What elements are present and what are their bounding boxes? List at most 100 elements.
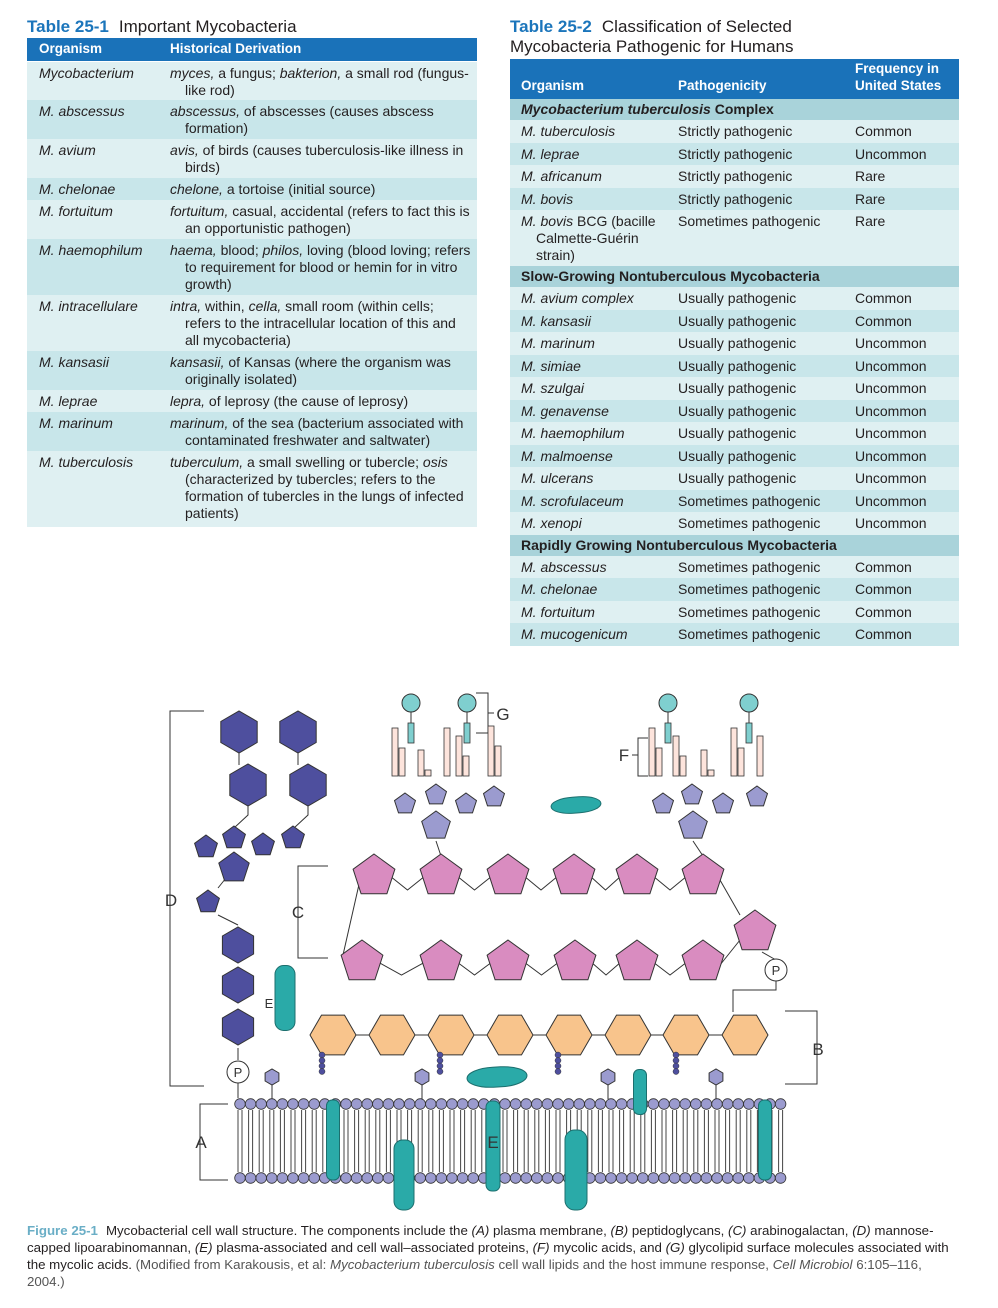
glycan-bond: [652, 875, 688, 891]
glycan-bond: [377, 961, 426, 976]
lipid-head: [700, 1098, 713, 1110]
lipid-head: [467, 1172, 479, 1184]
organism-cell: Mycobacterium: [39, 65, 134, 81]
arabinose-cap: [454, 792, 478, 814]
lipid-head: [467, 1098, 479, 1110]
lipid-head: [552, 1172, 564, 1184]
derivation-part: a tortoise (initial source): [222, 181, 376, 197]
bracket-b: [785, 1010, 818, 1085]
lipid-head: [647, 1098, 660, 1110]
section-row: Mycobacterium tuberculosis Complex: [510, 99, 959, 120]
frequency-cell: Uncommon: [855, 492, 927, 509]
lipid-head: [668, 1172, 681, 1184]
mycolic-chain: [707, 769, 715, 777]
section-title: Rapidly Growing Nontuberculous Mycobacte…: [521, 537, 951, 554]
lipid-head: [403, 1098, 416, 1110]
lipid-head: [615, 1098, 628, 1110]
mycolic-acids: [391, 693, 769, 839]
organism-cell: M. tuberculosis: [39, 454, 134, 470]
lipid-head: [266, 1172, 278, 1184]
organism-name: M. leprae: [521, 145, 580, 162]
lipid-head: [774, 1098, 787, 1110]
lipid-head: [425, 1098, 437, 1110]
organism-name: M. chelonae: [521, 581, 598, 597]
organism-name: M. genavense: [521, 402, 609, 419]
lipid-head: [308, 1172, 320, 1184]
organism-cell: M. intracellulare: [39, 298, 138, 314]
connector: [293, 805, 309, 829]
derivation-part: of leprosy (the cause of leprosy): [205, 393, 409, 409]
organism-cell: M. bovis BCG (bacille Calmette-Guérin st…: [521, 213, 671, 264]
derivation-part: of Kansas (where the organism was origin…: [185, 354, 451, 387]
derivation-part: kansasii,: [170, 354, 225, 370]
caption-source-segment: cell wall lipids and the host immune res…: [494, 1257, 773, 1272]
mycolic-chain: [700, 749, 708, 777]
lipid-head: [425, 1172, 437, 1184]
lipid-head: [721, 1098, 734, 1110]
arabinan-unit: [733, 909, 777, 951]
table2-title-line2: Mycobacteria Pathogenic for Humans: [510, 37, 794, 56]
frequency-cell: Uncommon: [855, 515, 927, 531]
organism-cell: M. leprae: [521, 146, 671, 163]
organism-name: M. fortuitum: [521, 603, 595, 620]
connector: [342, 879, 361, 956]
caption-segment: arabinogalactan,: [746, 1223, 853, 1238]
lipid-head: [743, 1098, 755, 1110]
arabinose-unit: [196, 889, 220, 913]
glycolipid-stalk: [664, 722, 672, 744]
glycolipid-head: [457, 693, 477, 713]
derivation-part: marinum,: [170, 415, 229, 431]
caption-segment: (A): [471, 1223, 490, 1238]
organism-cell: M. ulcerans: [521, 470, 671, 487]
pathogenicity-cell: Usually pathogenic: [678, 425, 797, 441]
organism-cell: M. xenopi: [521, 515, 671, 532]
mycolic-chain: [462, 755, 470, 777]
frequency-cell: Common: [855, 603, 912, 620]
organism-name: M. szulgai: [521, 380, 585, 396]
frequency-cell: Common: [855, 312, 912, 329]
derivation-part: of birds (causes tuberculosis-like illne…: [185, 142, 464, 175]
table2-header-frequency-line1: Frequency in: [855, 61, 940, 76]
lipid-head: [679, 1172, 691, 1184]
organism-cell: M. abscessus: [39, 103, 125, 119]
caption-segment: peptidoglycans,: [628, 1223, 729, 1238]
lipid-head: [541, 1098, 554, 1110]
lipid-head: [308, 1098, 320, 1110]
derivation-part: abscessus,: [170, 103, 241, 119]
organism-cell: M. bovis: [521, 191, 671, 208]
arabinose-cap: [393, 792, 417, 814]
lipid-head: [393, 1098, 405, 1110]
bracket-a: [199, 1103, 228, 1181]
lipid-head: [297, 1172, 310, 1184]
organism-cell: M. leprae: [39, 393, 98, 409]
arabinan-unit: [419, 853, 463, 895]
derivation-part: cella,: [248, 298, 282, 314]
label-brackets: [169, 692, 818, 1181]
membrane-sugar: [600, 1068, 616, 1086]
peptide-bead: [554, 1068, 562, 1075]
frequency-cell: Uncommon: [855, 447, 927, 464]
pathogenicity-cell: Sometimes pathogenic: [678, 626, 821, 642]
wall-associated-protein: [274, 965, 296, 1031]
lipid-head: [647, 1172, 660, 1184]
arabinose-cap: [745, 785, 769, 807]
derivation-cell: kansasii, of Kansas (where the organism …: [170, 354, 473, 388]
frequency-cell: Uncommon: [855, 145, 927, 162]
pathogenicity-cell: Strictly pathogenic: [678, 168, 793, 184]
arabinan-unit: [419, 939, 463, 981]
derivation-cell: intra, within, cella, small room (within…: [170, 298, 473, 349]
organism-strain: BCG (bacille Calmette-Guérin strain): [536, 213, 656, 263]
bracket-c: [297, 865, 328, 959]
organism-name: M. tuberculosis: [521, 123, 616, 139]
connector: [233, 805, 249, 829]
table2-header: Organism Pathogenicity Frequency in Unit…: [510, 59, 959, 99]
table2-number: Table 25-2: [510, 17, 592, 36]
lipid-head: [361, 1098, 373, 1110]
lipid-head: [435, 1098, 448, 1110]
lipid-head: [234, 1098, 246, 1110]
caption-source-segment: 6:105–116, 2004.): [27, 1257, 922, 1289]
